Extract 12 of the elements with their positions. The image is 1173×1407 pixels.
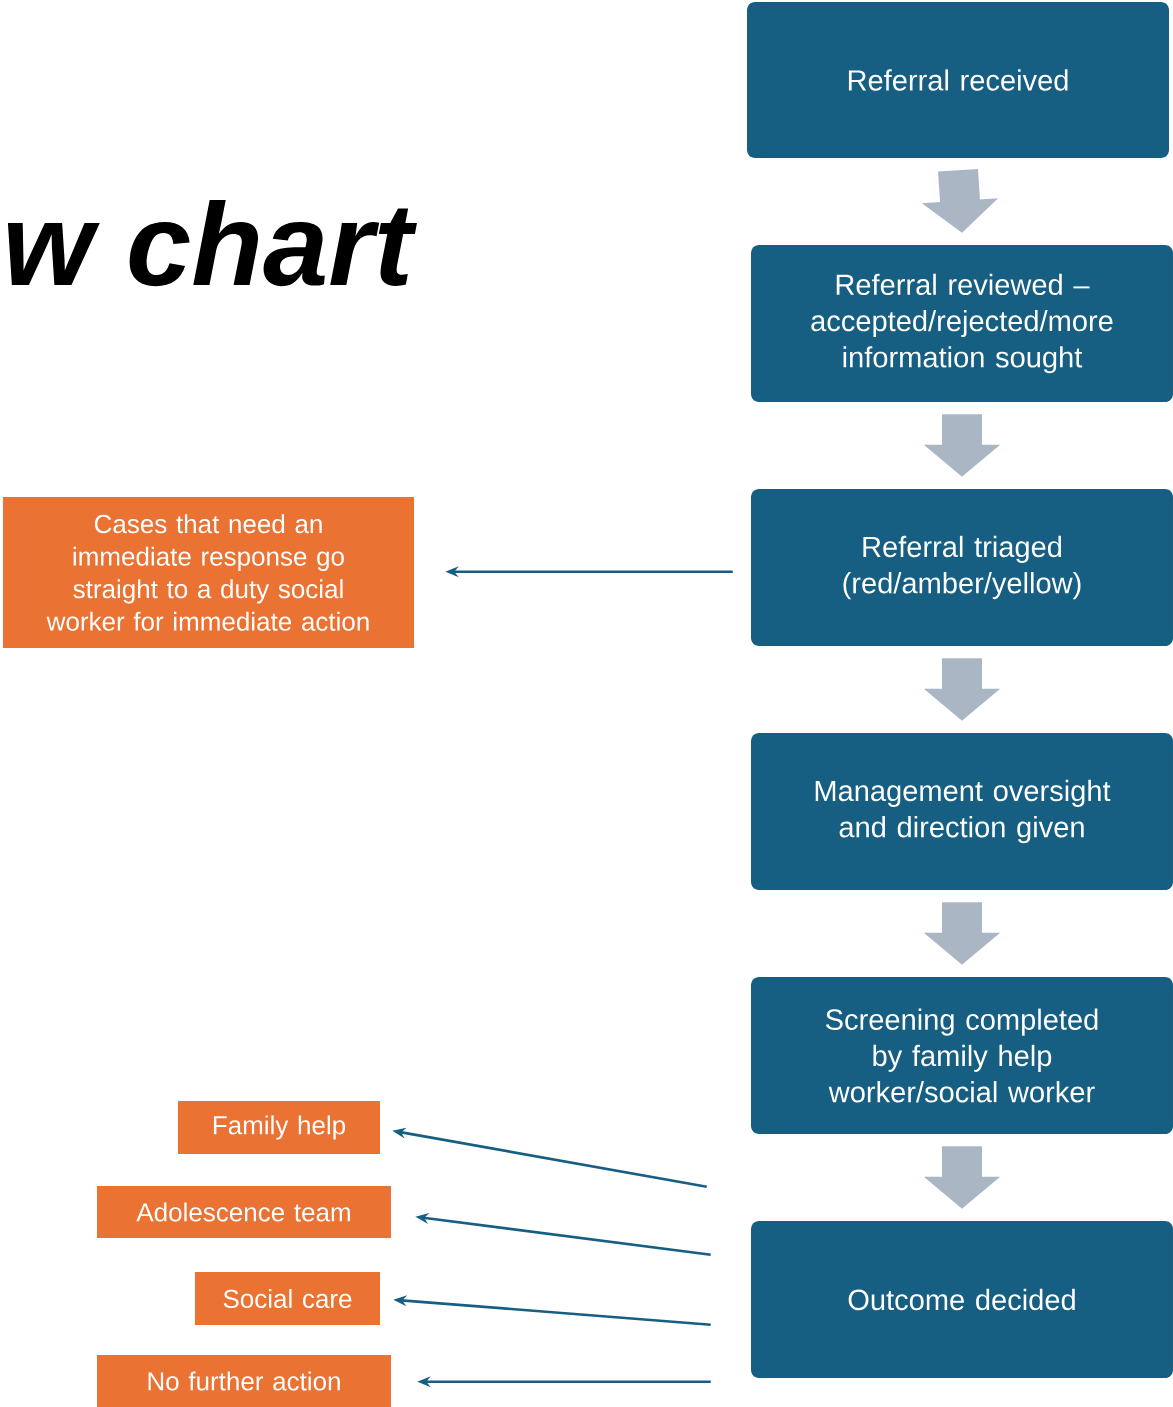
outcome-box: Adolescence team [97,1186,391,1238]
outcome-box: No further action [97,1355,391,1407]
process-box: Outcome decided [751,1221,1173,1378]
process-box: Referral received [747,2,1169,158]
process-box: Screening completed by family help worker/social worker [751,977,1173,1134]
process-box: Referral reviewed – accepted/rejected/more information sought [751,245,1173,402]
outcome-box: Social care [195,1272,380,1325]
title-text: w chart [7,200,417,287]
process-box: Referral triaged (red/amber/yellow) [751,489,1173,646]
process-box: Management oversight and direction given [751,733,1173,890]
outcome-box: Cases that need an immediate response go straight to a duty social worker for immediate action [3,497,414,648]
outcome-box: Family help [178,1101,380,1154]
